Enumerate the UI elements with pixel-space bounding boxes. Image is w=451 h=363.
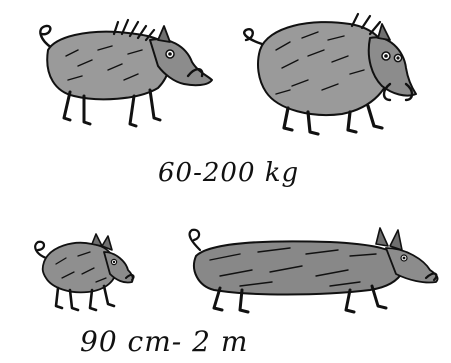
length-caption: 90 cm- 2 m	[80, 325, 248, 358]
boar-icon	[18, 10, 218, 135]
boar-icon	[28, 228, 138, 318]
boar-icon	[232, 10, 432, 140]
weight-caption: 60-200 kg	[158, 158, 299, 188]
boar-icon	[180, 220, 442, 320]
